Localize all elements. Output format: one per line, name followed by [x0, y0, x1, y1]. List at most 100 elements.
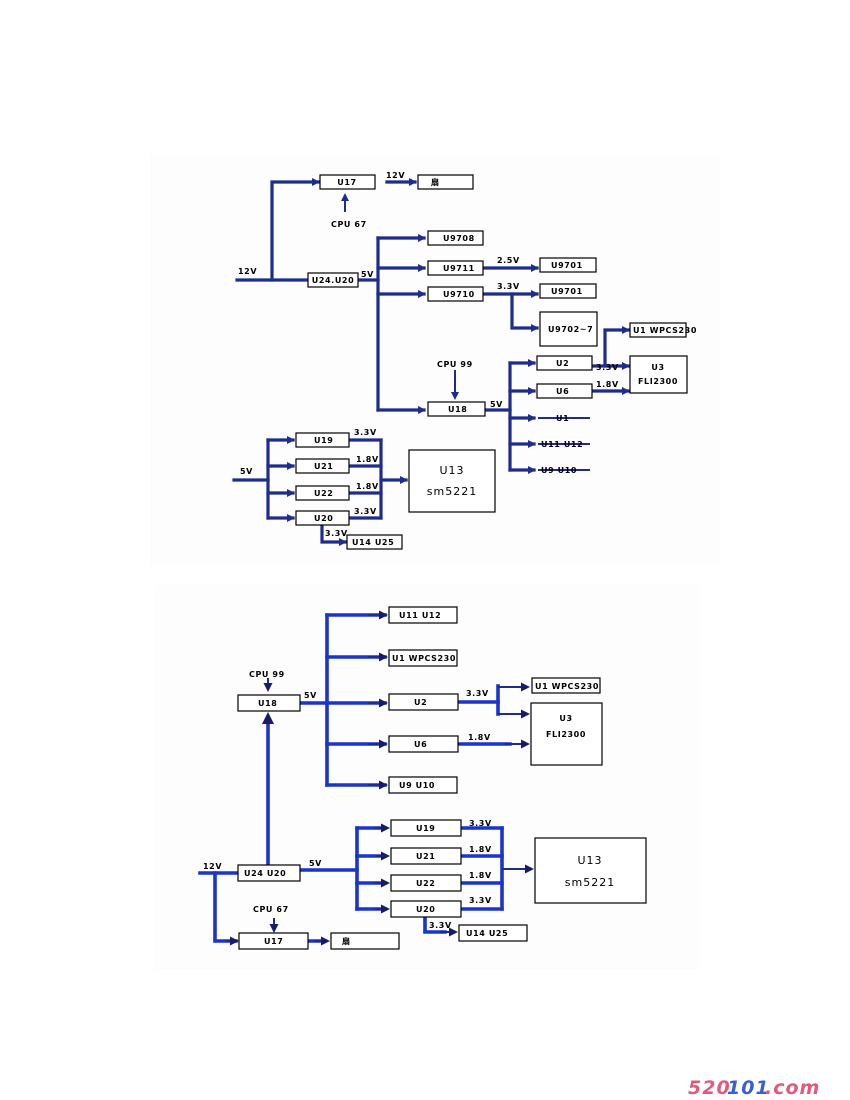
- box2-u1-wpcs230-right: U1 WPCS230: [531, 677, 601, 694]
- box-u1-wpcs230: U1 WPCS230: [629, 322, 697, 338]
- box-u9-u10: U9 U10: [541, 466, 577, 475]
- label-u9711: U9711: [443, 264, 475, 273]
- power-diagram-1: U17 扇 U24.U20 U9708 U9711 U9710 U9701 U9…: [150, 155, 720, 565]
- box-u9708: U9708: [427, 230, 484, 246]
- label-u1: U1: [556, 414, 569, 423]
- label2-u22: U22: [416, 879, 435, 888]
- box-u14-u25: U14 U25: [346, 534, 403, 550]
- label2-u3: U3: [559, 714, 572, 723]
- box2-u2: U2: [388, 693, 459, 711]
- box-u1: U1: [556, 414, 569, 423]
- label-u14-u25: U14 U25: [352, 538, 394, 547]
- label-u2: U2: [556, 359, 569, 368]
- label2-1-8v-u21: 1.8V: [469, 845, 492, 854]
- box-u2: U2: [536, 355, 593, 371]
- label-u9701-b: U9701: [551, 287, 583, 296]
- label2-sm5221: sm5221: [565, 876, 615, 889]
- box2-u18: U18: [237, 694, 301, 712]
- label2-cpu67: CPU 67: [253, 905, 289, 914]
- box2-u14-u25: U14 U25: [458, 924, 528, 942]
- label-u11-u12: U11 U12: [541, 440, 583, 449]
- label2-u13: U13: [577, 854, 602, 867]
- box-u9711: U9711: [427, 260, 484, 276]
- box2-u19: U19: [390, 819, 462, 837]
- label2-3-3v-u2: 3.3V: [466, 689, 489, 698]
- label2-3-3v-u14: 3.3V: [429, 921, 452, 930]
- box2-u20: U20: [390, 900, 462, 918]
- label-1-8v-u21: 1.8V: [356, 455, 379, 464]
- label2-1-8v-u22: 1.8V: [469, 871, 492, 880]
- box2-u1-wpcs230-top: U1 WPCS230: [388, 649, 458, 667]
- box-u9701-a: U9701: [539, 257, 597, 273]
- diagram1-voltage-labels: 12V 5V CPU 67 CPU 99 12V 5V 2.5V 3.3V 5V…: [238, 171, 619, 538]
- label2-u1-wpcs230-right: U1 WPCS230: [535, 682, 599, 691]
- label-cpu99: CPU 99: [437, 360, 473, 369]
- label-cpu67: CPU 67: [331, 220, 367, 229]
- label-u1-wpcs230: U1 WPCS230: [633, 326, 697, 335]
- label-u6: U6: [556, 387, 569, 396]
- label2-12v-input: 12V: [203, 862, 222, 871]
- label2-u2: U2: [414, 698, 427, 707]
- label2-fan: 扇: [342, 936, 351, 946]
- box-u19: U19: [295, 432, 350, 448]
- box2-u17: U17: [238, 932, 309, 950]
- svg-text:.com: .com: [765, 1077, 820, 1099]
- site-watermark-logo: 520 101 .com: [688, 1077, 820, 1099]
- label2-u24-u20: U24 U20: [244, 869, 286, 878]
- box-u17: U17: [319, 174, 376, 190]
- label2-cpu99: CPU 99: [249, 670, 285, 679]
- label-5v-u24: 5V: [361, 270, 374, 279]
- box2-fan: 扇: [330, 932, 400, 950]
- box-u9701-b: U9701: [539, 283, 597, 299]
- box2-u13: U13 sm5221: [534, 837, 647, 904]
- label-u22: U22: [314, 489, 333, 498]
- label2-u1-wpcs230-top: U1 WPCS230: [392, 654, 456, 663]
- label-3-3v-u14: 3.3V: [325, 529, 348, 538]
- box-u9710: U9710: [427, 286, 484, 302]
- box2-u22: U22: [390, 874, 462, 892]
- box-u24: U24.U20: [307, 272, 359, 288]
- label2-u11-u12: U11 U12: [399, 611, 441, 620]
- label-1-8v-u6: 1.8V: [596, 380, 619, 389]
- box-u21: U21: [295, 458, 350, 474]
- label2-1-8v-u6: 1.8V: [468, 733, 491, 742]
- label-3-3v-u20: 3.3V: [354, 507, 377, 516]
- label-u13: U13: [439, 464, 464, 477]
- label2-u9-u10: U9 U10: [399, 781, 435, 790]
- label2-u14-u25: U14 U25: [466, 929, 508, 938]
- label2-u6: U6: [414, 740, 427, 749]
- label2-u21: U21: [416, 852, 435, 861]
- box2-u24-u20: U24 U20: [237, 864, 301, 882]
- box-u20: U20: [295, 510, 350, 526]
- box-u11-u12: U11 U12: [541, 440, 583, 449]
- label2-u20: U20: [416, 905, 435, 914]
- label2-5v-u24: 5V: [309, 859, 322, 868]
- label-u21: U21: [314, 462, 333, 471]
- box2-u6: U6: [388, 735, 459, 753]
- box-u6: U6: [536, 383, 593, 399]
- label-3-3v-u2: 3.3V: [596, 363, 619, 372]
- box-u22: U22: [295, 485, 350, 501]
- box-fan: 扇: [417, 174, 474, 190]
- label-fli2300: FLI2300: [638, 377, 678, 386]
- diagram1-wires: [232, 178, 630, 546]
- diagram1-boxes: U17 扇 U24.U20 U9708 U9711 U9710 U9701 U9…: [295, 174, 697, 550]
- label-u19: U19: [314, 436, 333, 445]
- label-u9-u10: U9 U10: [541, 466, 577, 475]
- label-u24: U24.U20: [312, 276, 355, 285]
- label2-u17: U17: [264, 937, 283, 946]
- label-u9708: U9708: [443, 234, 475, 243]
- label-1-8v-u22: 1.8V: [356, 482, 379, 491]
- label-u9710: U9710: [443, 290, 475, 299]
- diagram2-boxes: U11 U12 U1 WPCS230 U18 U2 U1 WPCS230 U3F…: [237, 606, 647, 950]
- label-5v-u18: 5V: [490, 400, 503, 409]
- label-u20: U20: [314, 514, 333, 523]
- label2-3-3v-u20: 3.3V: [469, 896, 492, 905]
- label-12v-input: 12V: [238, 267, 257, 276]
- label-3-3v-u9710: 3.3V: [497, 282, 520, 291]
- label2-u19: U19: [416, 824, 435, 833]
